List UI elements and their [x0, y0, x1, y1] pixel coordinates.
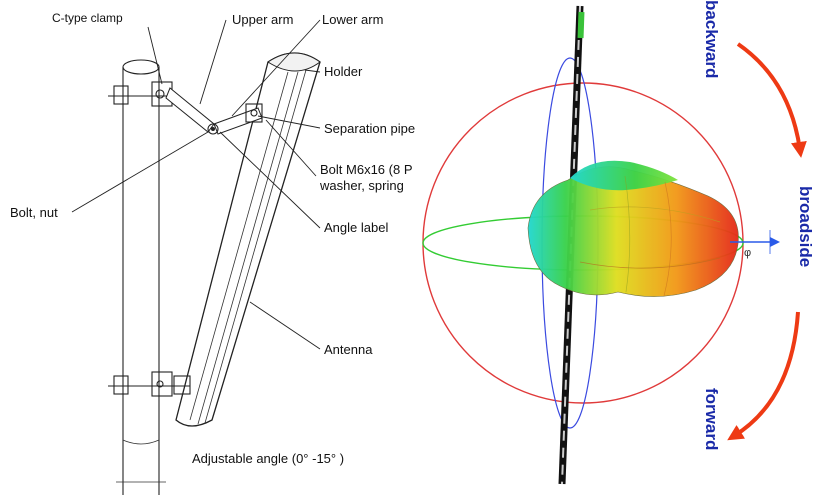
- label-separation-pipe: Separation pipe: [324, 121, 415, 136]
- label-adjustable-angle: Adjustable angle (0° -15° ): [192, 451, 344, 466]
- antenna-body: [175, 52, 321, 427]
- arrow-broadside-to-forward: [727, 311, 800, 441]
- label-broadside: broadside: [796, 186, 815, 267]
- label-forward: forward: [702, 388, 721, 450]
- phi-symbol: φ: [744, 247, 751, 259]
- label-c-type-clamp: C-type clamp: [52, 11, 123, 25]
- radiation-pattern: φ backward broadside forward: [420, 0, 823, 495]
- label-backward: backward: [702, 0, 721, 78]
- mast-pole: [116, 59, 166, 495]
- arrow-backward-to-broadside: [736, 42, 807, 158]
- label-upper-arm: Upper arm: [232, 12, 293, 27]
- lower-bracket: [108, 371, 191, 397]
- label-lower-arm: Lower arm: [322, 12, 383, 27]
- label-antenna: Antenna: [324, 342, 373, 357]
- mount-diagram-svg: C-type clamp Upper arm Lower arm Holder …: [10, 11, 415, 495]
- mount-diagram: C-type clamp Upper arm Lower arm Holder …: [10, 11, 416, 495]
- label-bolt-line2: washer, spring: [319, 178, 404, 193]
- label-angle-label: Angle label: [324, 220, 388, 235]
- label-bolt-nut: Bolt, nut: [10, 205, 58, 220]
- radiation-pattern-svg: φ backward broadside forward: [422, 0, 815, 485]
- broadside-axis: [730, 230, 780, 254]
- label-bolt-line1: Bolt M6x16 (8 P: [320, 162, 413, 177]
- main-lobe: [527, 160, 739, 297]
- leader-lines: [71, 19, 321, 350]
- label-holder: Holder: [324, 64, 363, 79]
